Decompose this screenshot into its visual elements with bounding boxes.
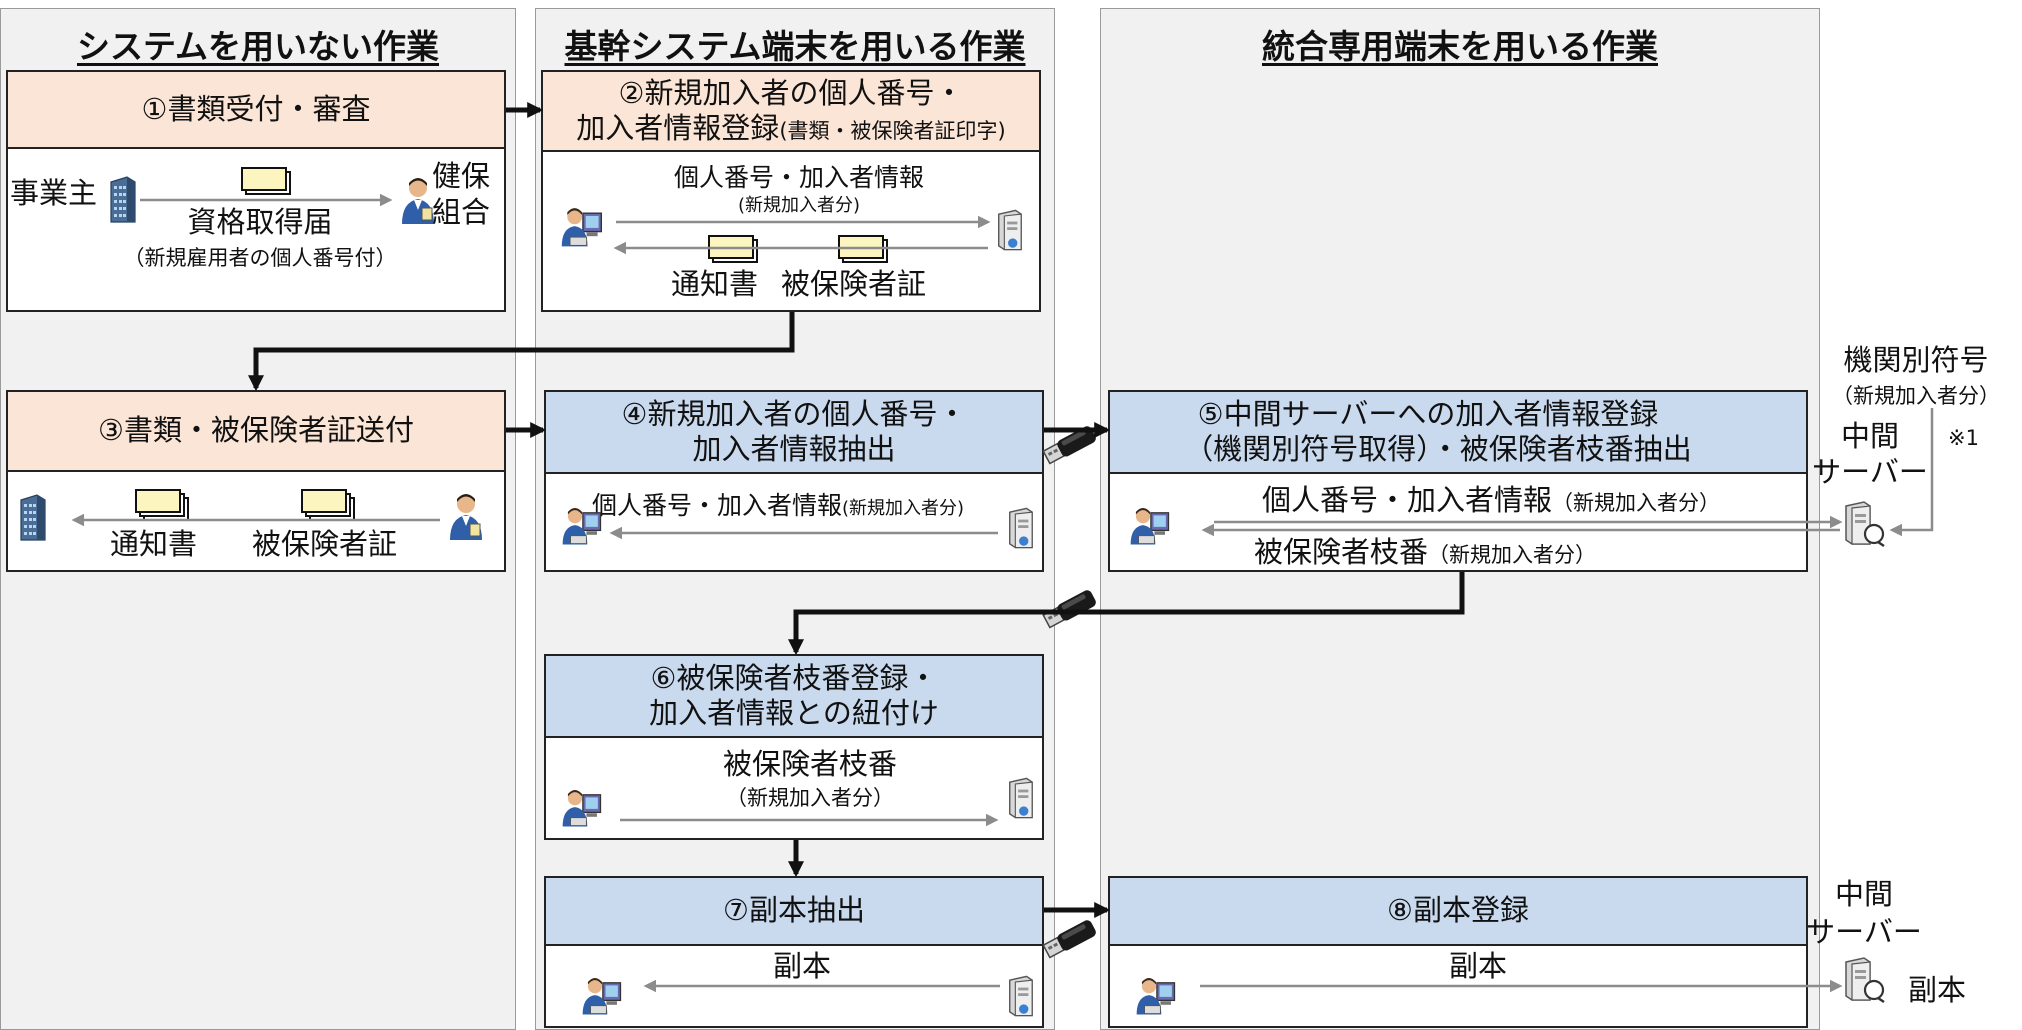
usb-drive-icon	[1040, 590, 1100, 630]
step6-data-note: （新規加入者分）	[726, 786, 894, 810]
step6-title-line2: 加入者情報との紐付け	[649, 696, 939, 730]
step4-header: ④新規加入者の個人番号・ 加入者情報抽出	[546, 392, 1042, 474]
notices-docs-icon	[134, 488, 190, 522]
step3-doc-card: 被保険者証	[252, 527, 398, 561]
operator-pc-icon	[580, 974, 624, 1018]
step2-doc-notice: 通知書	[671, 267, 759, 301]
step1-box: ①書類受付・審査 事業主 健保 組合 資格取得届 （新規雇用者の個人番号付）	[6, 70, 506, 312]
step2-box: ②新規加入者の個人番号・ 加入者情報登録(書類・被保険者証印字) 個人番号・加入…	[541, 70, 1041, 312]
step3-box: ③書類・被保険者証送付 通知書 被保険者証	[6, 390, 506, 572]
mid-server2-label-2: サーバー	[1806, 915, 1922, 949]
step8-box: ⑧副本登録 副本	[1108, 876, 1808, 1028]
core-server-icon	[1006, 974, 1034, 1018]
step2-data-label: 個人番号・加入者情報	[673, 163, 925, 192]
document-icon	[240, 166, 292, 196]
step2-title-line2: 加入者情報登録(書類・被保険者証印字)	[576, 111, 1005, 146]
mid-server-icon	[1842, 500, 1886, 550]
step5-return-note: （新規加入者分）	[1428, 543, 1597, 567]
footnote-mark: ※1	[1948, 426, 1979, 450]
operator-pc-icon	[560, 786, 604, 830]
step1-document-label: 資格取得届	[187, 205, 333, 239]
step1-note: （新規雇用者の個人番号付）	[123, 246, 397, 270]
step1-employer-label: 事業主	[10, 176, 98, 210]
step4-data-label: 個人番号・加入者情報	[592, 491, 843, 520]
step4-box: ④新規加入者の個人番号・ 加入者情報抽出 個人番号・加入者情報(新規加入者分)	[544, 390, 1044, 572]
step5-data-label: 個人番号・加入者情報	[1262, 483, 1553, 517]
step5-data-line: 個人番号・加入者情報（新規加入者分）	[1262, 483, 1721, 517]
step5-box: ⑤中間サーバーへの加入者情報登録 （機関別符号取得）・被保険者枝番抽出 個人番号…	[1108, 390, 1808, 572]
step2-doc-card: 被保険者証	[781, 267, 927, 301]
card-doc-icon	[837, 234, 889, 264]
step5-title-line2: （機関別符号取得）・被保険者枝番抽出	[1184, 432, 1692, 466]
core-server-icon	[1006, 506, 1034, 550]
step8-header: ⑧副本登録	[1110, 878, 1806, 946]
mid-server2-label-1: 中間	[1834, 877, 1894, 911]
step5-data-note: （新規加入者分）	[1552, 491, 1721, 515]
step1-union-label-2: 組合	[432, 195, 491, 229]
step6-data-label: 被保険者枝番	[722, 747, 898, 781]
step7-box: ⑦副本抽出 副本	[544, 876, 1044, 1028]
union-staff-icon	[400, 176, 436, 226]
step1-title: ①書類受付・審査	[141, 91, 371, 126]
usb-drive-icon	[1040, 426, 1100, 466]
building-icon	[18, 492, 48, 542]
operator-pc-icon	[1134, 974, 1178, 1018]
step3-header: ③書類・被保険者証送付	[8, 392, 504, 472]
step4-title-line1: ④新規加入者の個人番号・	[621, 396, 967, 431]
step5-header: ⑤中間サーバーへの加入者情報登録 （機関別符号取得）・被保険者枝番抽出	[1110, 392, 1806, 474]
step6-title-line1: ⑥被保険者枝番登録・	[650, 660, 938, 695]
step2-title-note: (書類・被保険者証印字)	[779, 119, 1006, 143]
step5-return-label: 被保険者枝番	[1254, 535, 1429, 569]
step3-doc-notice: 通知書	[110, 527, 198, 561]
usb-drive-icon	[1040, 920, 1100, 960]
step2-data-note: (新規加入者分)	[737, 195, 861, 216]
step2-title-line2-main: 加入者情報登録	[576, 111, 780, 145]
operator-pc-icon	[1128, 504, 1172, 548]
cards-docs-icon	[300, 488, 356, 522]
step7-header: ⑦副本抽出	[546, 878, 1042, 946]
duplicate-label: 副本	[1908, 973, 1967, 1007]
agency-code-label: 機関別符号	[1843, 343, 1989, 377]
step6-box: ⑥被保険者枝番登録・ 加入者情報との紐付け 被保険者枝番 （新規加入者分）	[544, 654, 1044, 840]
union-staff-icon	[448, 492, 484, 542]
agency-code-note: （新規加入者分）	[1832, 384, 2000, 408]
operator-pc-icon	[560, 504, 604, 548]
step7-title: ⑦副本抽出	[723, 893, 865, 928]
step4-data-note: (新規加入者分)	[842, 498, 965, 519]
building-icon	[108, 174, 138, 224]
step6-header: ⑥被保険者枝番登録・ 加入者情報との紐付け	[546, 656, 1042, 738]
step4-title-line2: 加入者情報抽出	[692, 432, 896, 466]
step5-title-line1: ⑤中間サーバーへの加入者情報登録	[1197, 396, 1659, 431]
mid-server-label-2: サーバー	[1812, 455, 1928, 489]
mid-server-icon	[1842, 956, 1886, 1006]
step1-union-label-1: 健保	[432, 159, 491, 193]
step7-data-label: 副本	[772, 949, 832, 983]
core-server-icon	[1006, 776, 1034, 820]
operator-pc-icon	[559, 204, 605, 250]
notice-doc-icon	[707, 234, 759, 264]
column-title-core-terminal: 基幹システム端末を用いる作業	[564, 27, 1026, 66]
step1-header: ①書類受付・審査	[8, 72, 504, 149]
step3-title: ③書類・被保険者証送付	[98, 413, 414, 448]
step2-header: ②新規加入者の個人番号・ 加入者情報登録(書類・被保険者証印字)	[543, 72, 1039, 152]
step2-title-line1: ②新規加入者の個人番号・	[618, 75, 964, 110]
step8-data-label: 副本	[1448, 949, 1508, 983]
core-server-icon	[995, 208, 1023, 252]
step8-title: ⑧副本登録	[1387, 893, 1529, 928]
step4-data-line: 個人番号・加入者情報(新規加入者分)	[592, 491, 965, 521]
step5-return-line: 被保険者枝番（新規加入者分）	[1254, 535, 1597, 569]
column-title-integrated-terminal: 統合専用端末を用いる作業	[1262, 27, 1658, 66]
column-title-no-system: システムを用いない作業	[76, 27, 439, 66]
mid-server-label-1: 中間	[1840, 419, 1900, 453]
